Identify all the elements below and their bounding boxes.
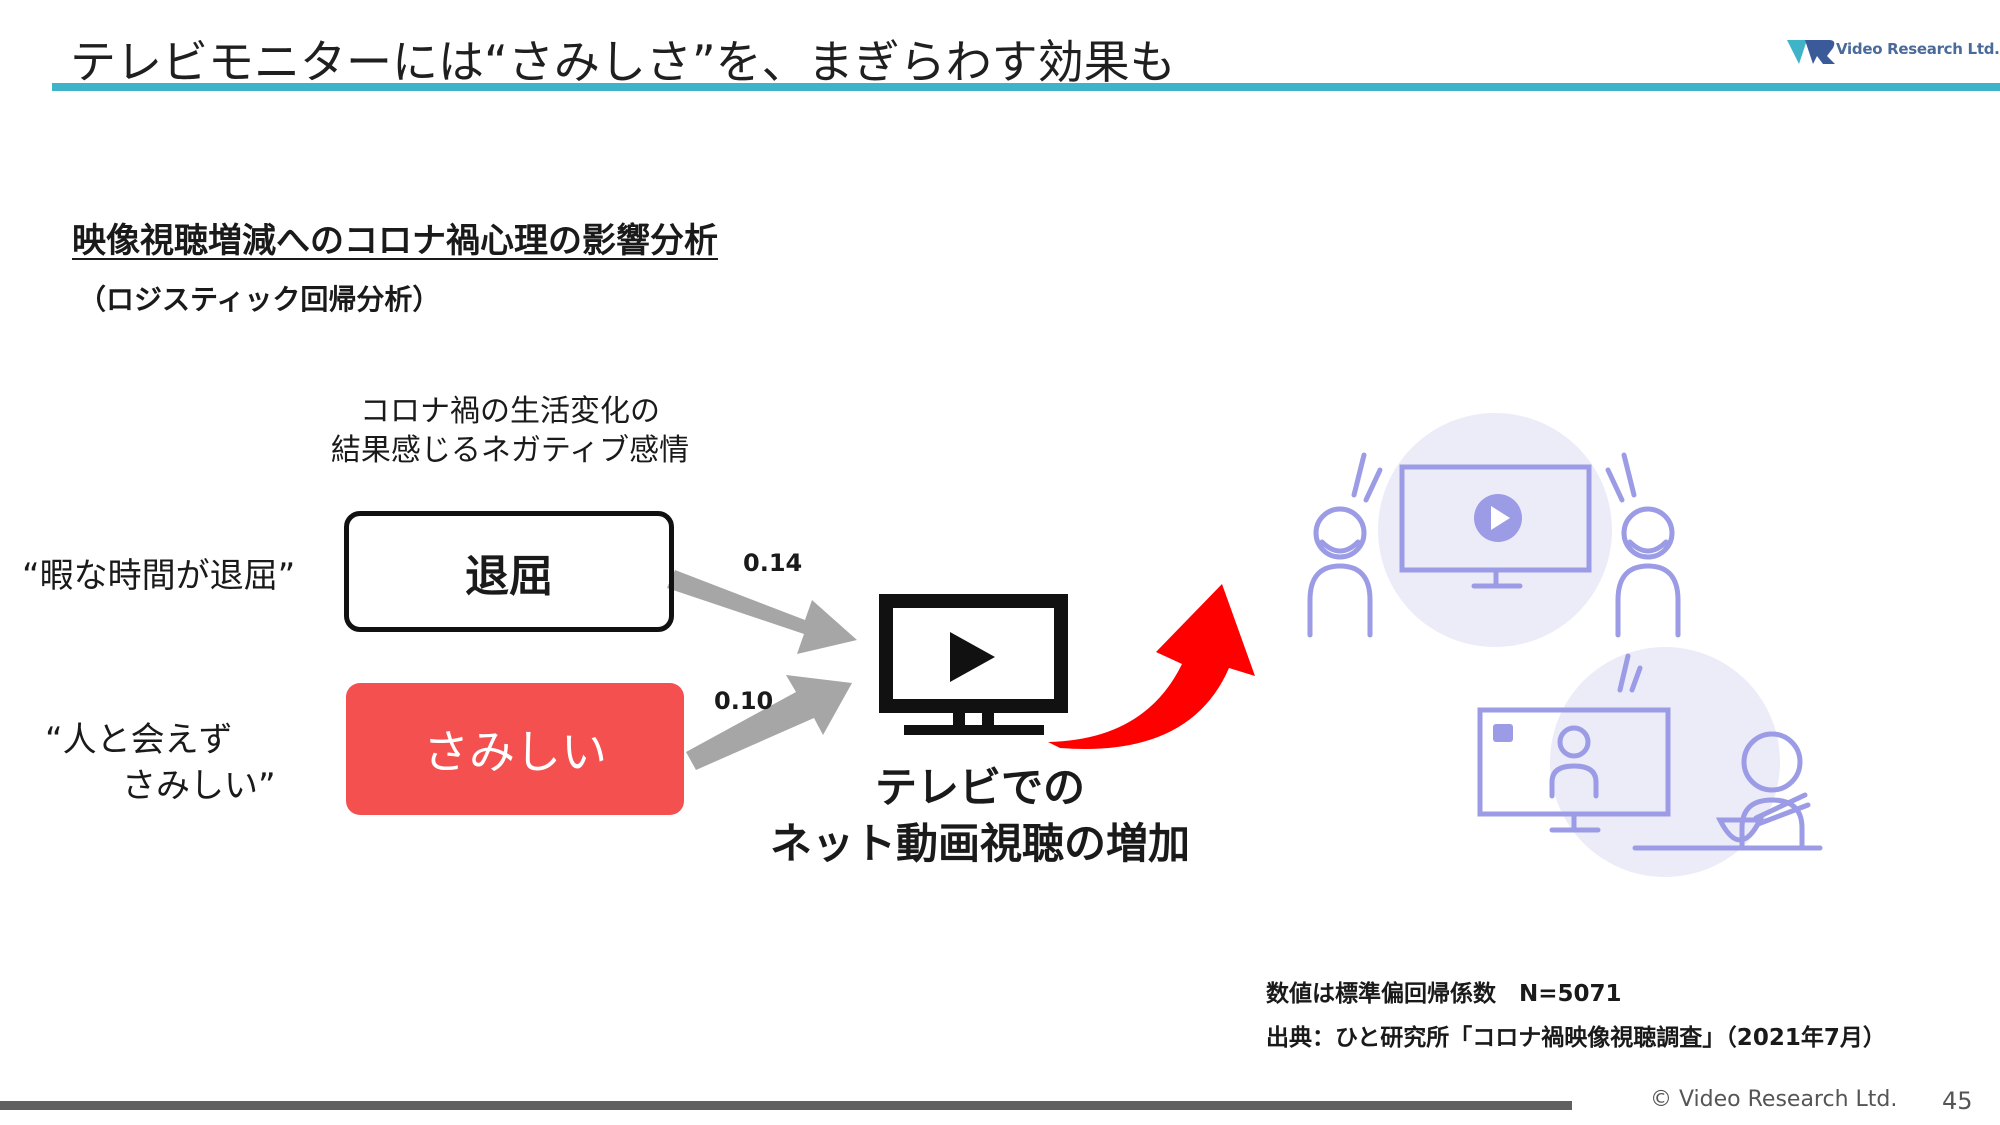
section-subheading: （ロジスティック回帰分析）: [78, 283, 441, 316]
quote-lonely-line2: さみしい”: [122, 766, 276, 806]
quote-boredom: “暇な時間が退屈”: [22, 556, 296, 596]
copyright: © Video Research Ltd.: [1650, 1087, 1898, 1112]
title-underline: [52, 83, 2000, 91]
section-heading: 映像視聴増減へのコロナ禍心理の影響分析: [72, 221, 718, 261]
tv-play-icon: [879, 594, 1068, 735]
factor-box-boredom: 退屈: [344, 511, 674, 632]
arrow-boredom-to-tv: [667, 570, 857, 654]
note-coefficient-info: 数値は標準偏回帰係数 N=5071: [1266, 981, 1622, 1007]
coefficient-boredom: 0.14: [743, 549, 803, 577]
viewing-illustration: [1307, 413, 1823, 877]
note-source: 出典：ひと研究所「コロナ禍映像視聴調査」（2021年7月）: [1266, 1025, 1886, 1051]
arrow-lonely-to-tv: [686, 675, 852, 770]
page-number: 45: [1942, 1087, 1973, 1115]
company-logo-icon: [1787, 40, 1835, 64]
cause-label: コロナ禍の生活変化の 結果感じるネガティブ感情: [330, 394, 690, 468]
increase-arrow-icon: [1048, 584, 1255, 749]
footer-bar: [0, 1101, 1572, 1110]
factor-box-lonely: さみしい: [346, 683, 684, 815]
company-logo-text: Video Research Ltd.: [1836, 40, 2000, 58]
quote-lonely-line1: “人と会えず: [45, 720, 233, 760]
coefficient-lonely: 0.10: [714, 687, 774, 715]
slide-title: テレビモニターには“さみしさ”を、まぎらわす効果も: [70, 35, 1176, 89]
outcome-label: テレビでの ネット動画視聴の増加: [769, 763, 1190, 868]
